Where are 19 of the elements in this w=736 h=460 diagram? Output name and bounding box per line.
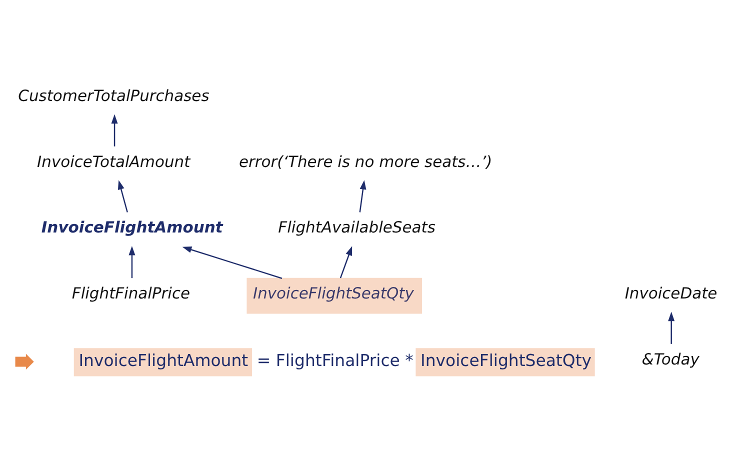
arrow <box>118 180 128 212</box>
node-text: InvoiceDate <box>624 284 718 303</box>
arrow <box>340 246 352 278</box>
node-text: error(‘There is no more seats…’) <box>238 152 492 171</box>
node-text: FlightAvailableSeats <box>278 218 436 237</box>
node-text: CustomerTotalPurchases <box>18 87 210 106</box>
node-text: InvoiceFlightAmount <box>41 218 223 237</box>
arrow <box>668 312 675 344</box>
arrow <box>182 246 282 279</box>
label: = FlightFinalPrice * <box>256 351 414 370</box>
arrow <box>128 246 136 278</box>
label: InvoiceFlightAmount <box>78 351 248 370</box>
node-text: &Today <box>642 350 700 368</box>
arrow <box>111 114 118 146</box>
arrow <box>359 180 366 212</box>
node-text: FlightFinalPrice <box>72 284 190 303</box>
node-box: InvoiceFlightSeatQty <box>246 278 422 314</box>
label: InvoiceFlightSeatQty <box>420 351 592 370</box>
node-text: InvoiceTotalAmount <box>37 152 190 171</box>
